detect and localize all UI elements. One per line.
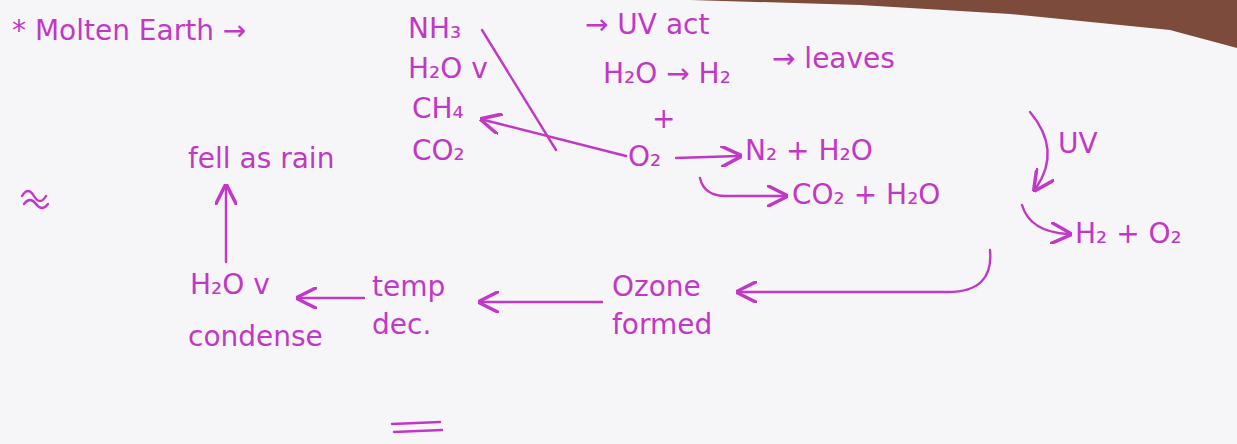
handwritten-note: H₂O v bbox=[408, 50, 488, 88]
handwritten-note: fell as rain bbox=[188, 140, 334, 178]
arrow bbox=[482, 301, 602, 303]
handwritten-note: UV bbox=[1058, 125, 1098, 163]
scribble bbox=[22, 191, 48, 208]
handwritten-note: H₂O v bbox=[190, 266, 270, 304]
handwritten-note: condense bbox=[188, 318, 323, 356]
handwritten-note: O₂ bbox=[628, 138, 661, 176]
handwritten-note: NH₃ bbox=[408, 10, 461, 48]
handwritten-note: H₂ + O₂ bbox=[1075, 215, 1182, 253]
arrow bbox=[740, 250, 990, 292]
arrow bbox=[1022, 205, 1068, 234]
handwritten-note: → leaves bbox=[772, 40, 895, 78]
uv-bracket bbox=[1030, 112, 1048, 188]
arrow bbox=[300, 297, 364, 299]
double-underline bbox=[392, 422, 442, 432]
handwritten-note: CO₂ bbox=[412, 132, 465, 170]
handwritten-note: CH₄ bbox=[412, 90, 464, 128]
arrow bbox=[676, 156, 738, 158]
handwritten-note: CO₂ + H₂O bbox=[792, 176, 940, 214]
fabric-background bbox=[690, 0, 1237, 48]
handwritten-note: H₂O → H₂ bbox=[603, 55, 731, 93]
handwritten-note: * Molten Earth → bbox=[12, 12, 246, 50]
handwritten-note: N₂ + H₂O bbox=[745, 132, 873, 170]
handwritten-note: + bbox=[652, 100, 675, 138]
handwritten-note: → UV act bbox=[585, 6, 709, 44]
reaction-line bbox=[482, 30, 556, 150]
reaction-line bbox=[484, 120, 626, 156]
arrow bbox=[225, 188, 227, 262]
arrow bbox=[700, 178, 784, 196]
handwritten-note: temp dec. bbox=[372, 268, 470, 344]
handwritten-note: Ozone formed bbox=[612, 268, 737, 344]
